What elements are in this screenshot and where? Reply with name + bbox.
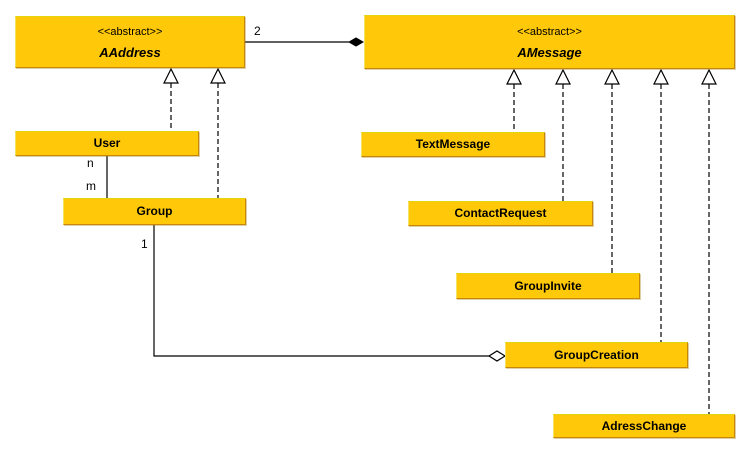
composition-diamond-icon — [347, 37, 365, 47]
class-amessage-stereotype: <<abstract>> — [517, 25, 582, 38]
class-contactrequest[interactable]: ContactRequest — [408, 201, 593, 226]
class-adresschange[interactable]: AdressChange — [553, 414, 735, 438]
aggregation-edge-group-groupcreation — [153, 225, 489, 357]
class-aaddress-name: AAddress — [99, 44, 161, 60]
multiplicity-label-user-end: n — [87, 156, 94, 170]
class-contactrequest-name: ContactRequest — [454, 206, 547, 220]
generalization-triangle-icon — [653, 68, 669, 85]
class-user[interactable]: User — [15, 131, 199, 156]
class-user-name: User — [93, 136, 121, 150]
class-aaddress[interactable]: <<abstract>> AAddress — [15, 16, 245, 68]
class-group-name: Group — [136, 204, 173, 218]
class-group[interactable]: Group — [63, 198, 246, 225]
class-groupcreation-name: GroupCreation — [554, 347, 639, 362]
aggregation-diamond-icon — [487, 350, 507, 362]
multiplicity-label-group-end: m — [86, 179, 96, 193]
class-textmessage-name: TextMessage — [415, 137, 491, 151]
class-groupcreation[interactable]: GroupCreation — [505, 342, 688, 368]
generalization-triangle-icon — [506, 68, 522, 85]
generalization-triangle-icon — [555, 68, 571, 85]
class-groupinvite[interactable]: GroupInvite — [456, 273, 640, 299]
class-amessage-name: AMessage — [517, 44, 582, 60]
class-adresschange-name: AdressChange — [601, 418, 687, 433]
generalization-triangle-icon — [604, 68, 620, 85]
class-aaddress-stereotype: <<abstract>> — [97, 25, 163, 38]
generalization-triangle-icon — [163, 67, 179, 84]
multiplicity-label-composition: 2 — [254, 24, 261, 38]
generalization-triangle-icon — [701, 68, 717, 85]
class-amessage[interactable]: <<abstract>> AMessage — [364, 15, 735, 69]
multiplicity-label-aggregation: 1 — [141, 237, 148, 251]
class-groupinvite-name: GroupInvite — [514, 278, 582, 293]
generalization-triangle-icon — [210, 67, 226, 84]
class-textmessage[interactable]: TextMessage — [361, 132, 545, 157]
